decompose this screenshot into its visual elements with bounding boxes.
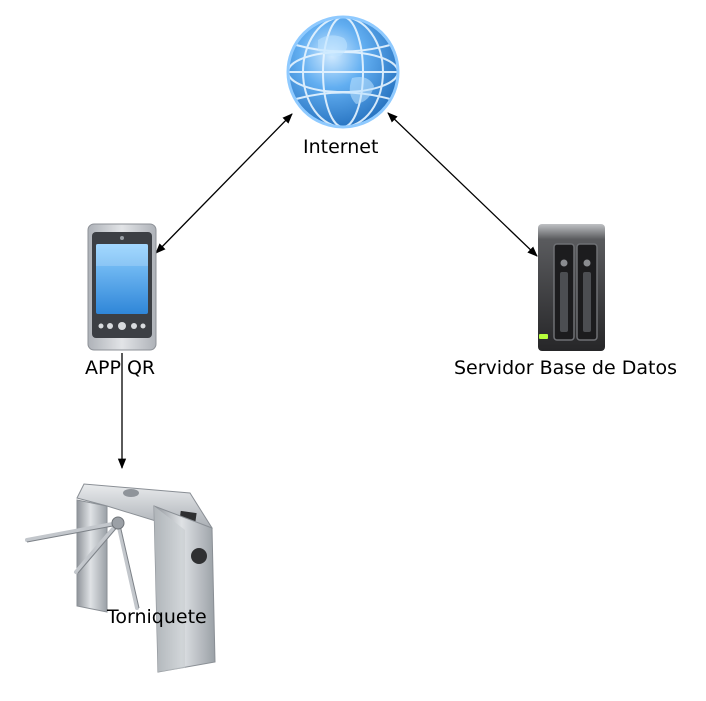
connection-internet-app (155, 113, 293, 254)
turnstile-icon (25, 483, 216, 673)
turnstile-label: Torniquete (107, 606, 207, 628)
connection-internet-server (387, 112, 538, 257)
server-label: Servidor Base de Datos (454, 357, 677, 379)
internet-label: Internet (303, 136, 379, 158)
globe-icon (286, 15, 400, 129)
smartphone-icon (87, 223, 157, 351)
app-label: APP QR (85, 357, 156, 379)
server-icon (538, 224, 605, 351)
